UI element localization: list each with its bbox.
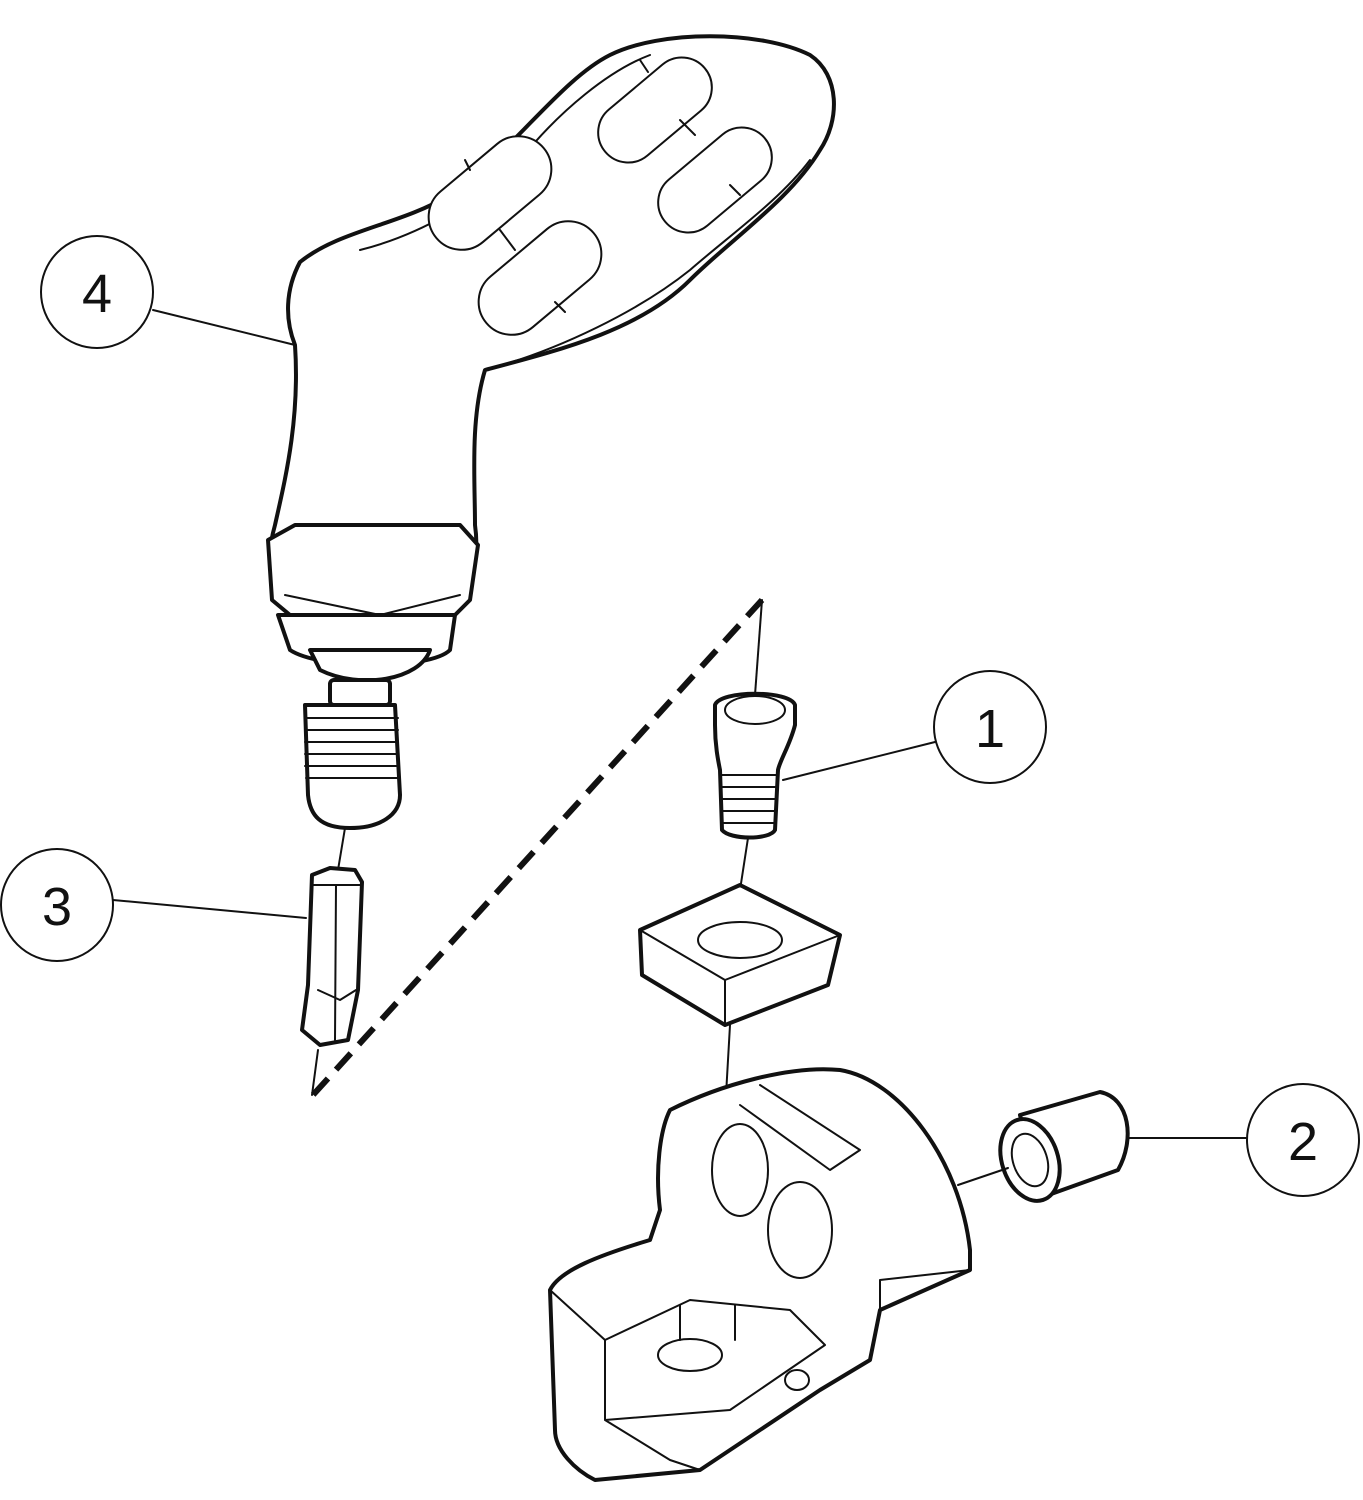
callout-label-2: 2 [1288,1112,1318,1172]
screw [713,599,797,891]
leader-line-3 [112,899,307,919]
callout-label-3: 3 [42,877,72,937]
callout-label-4: 4 [82,264,112,324]
torx-bit [300,827,364,1047]
sleeve [957,1090,1130,1203]
callout-label-1: 1 [975,699,1005,759]
leader-line-1 [782,741,936,781]
torque-handle [266,34,836,830]
dashed-guide-line [310,597,765,1098]
callout-3: 3 [0,848,114,962]
shim-plate [638,883,842,1341]
callout-2: 2 [1246,1083,1360,1197]
leader-line-4 [152,309,296,346]
callout-4: 4 [40,235,154,349]
tool-body [548,1067,972,1482]
callout-1: 1 [933,670,1047,784]
